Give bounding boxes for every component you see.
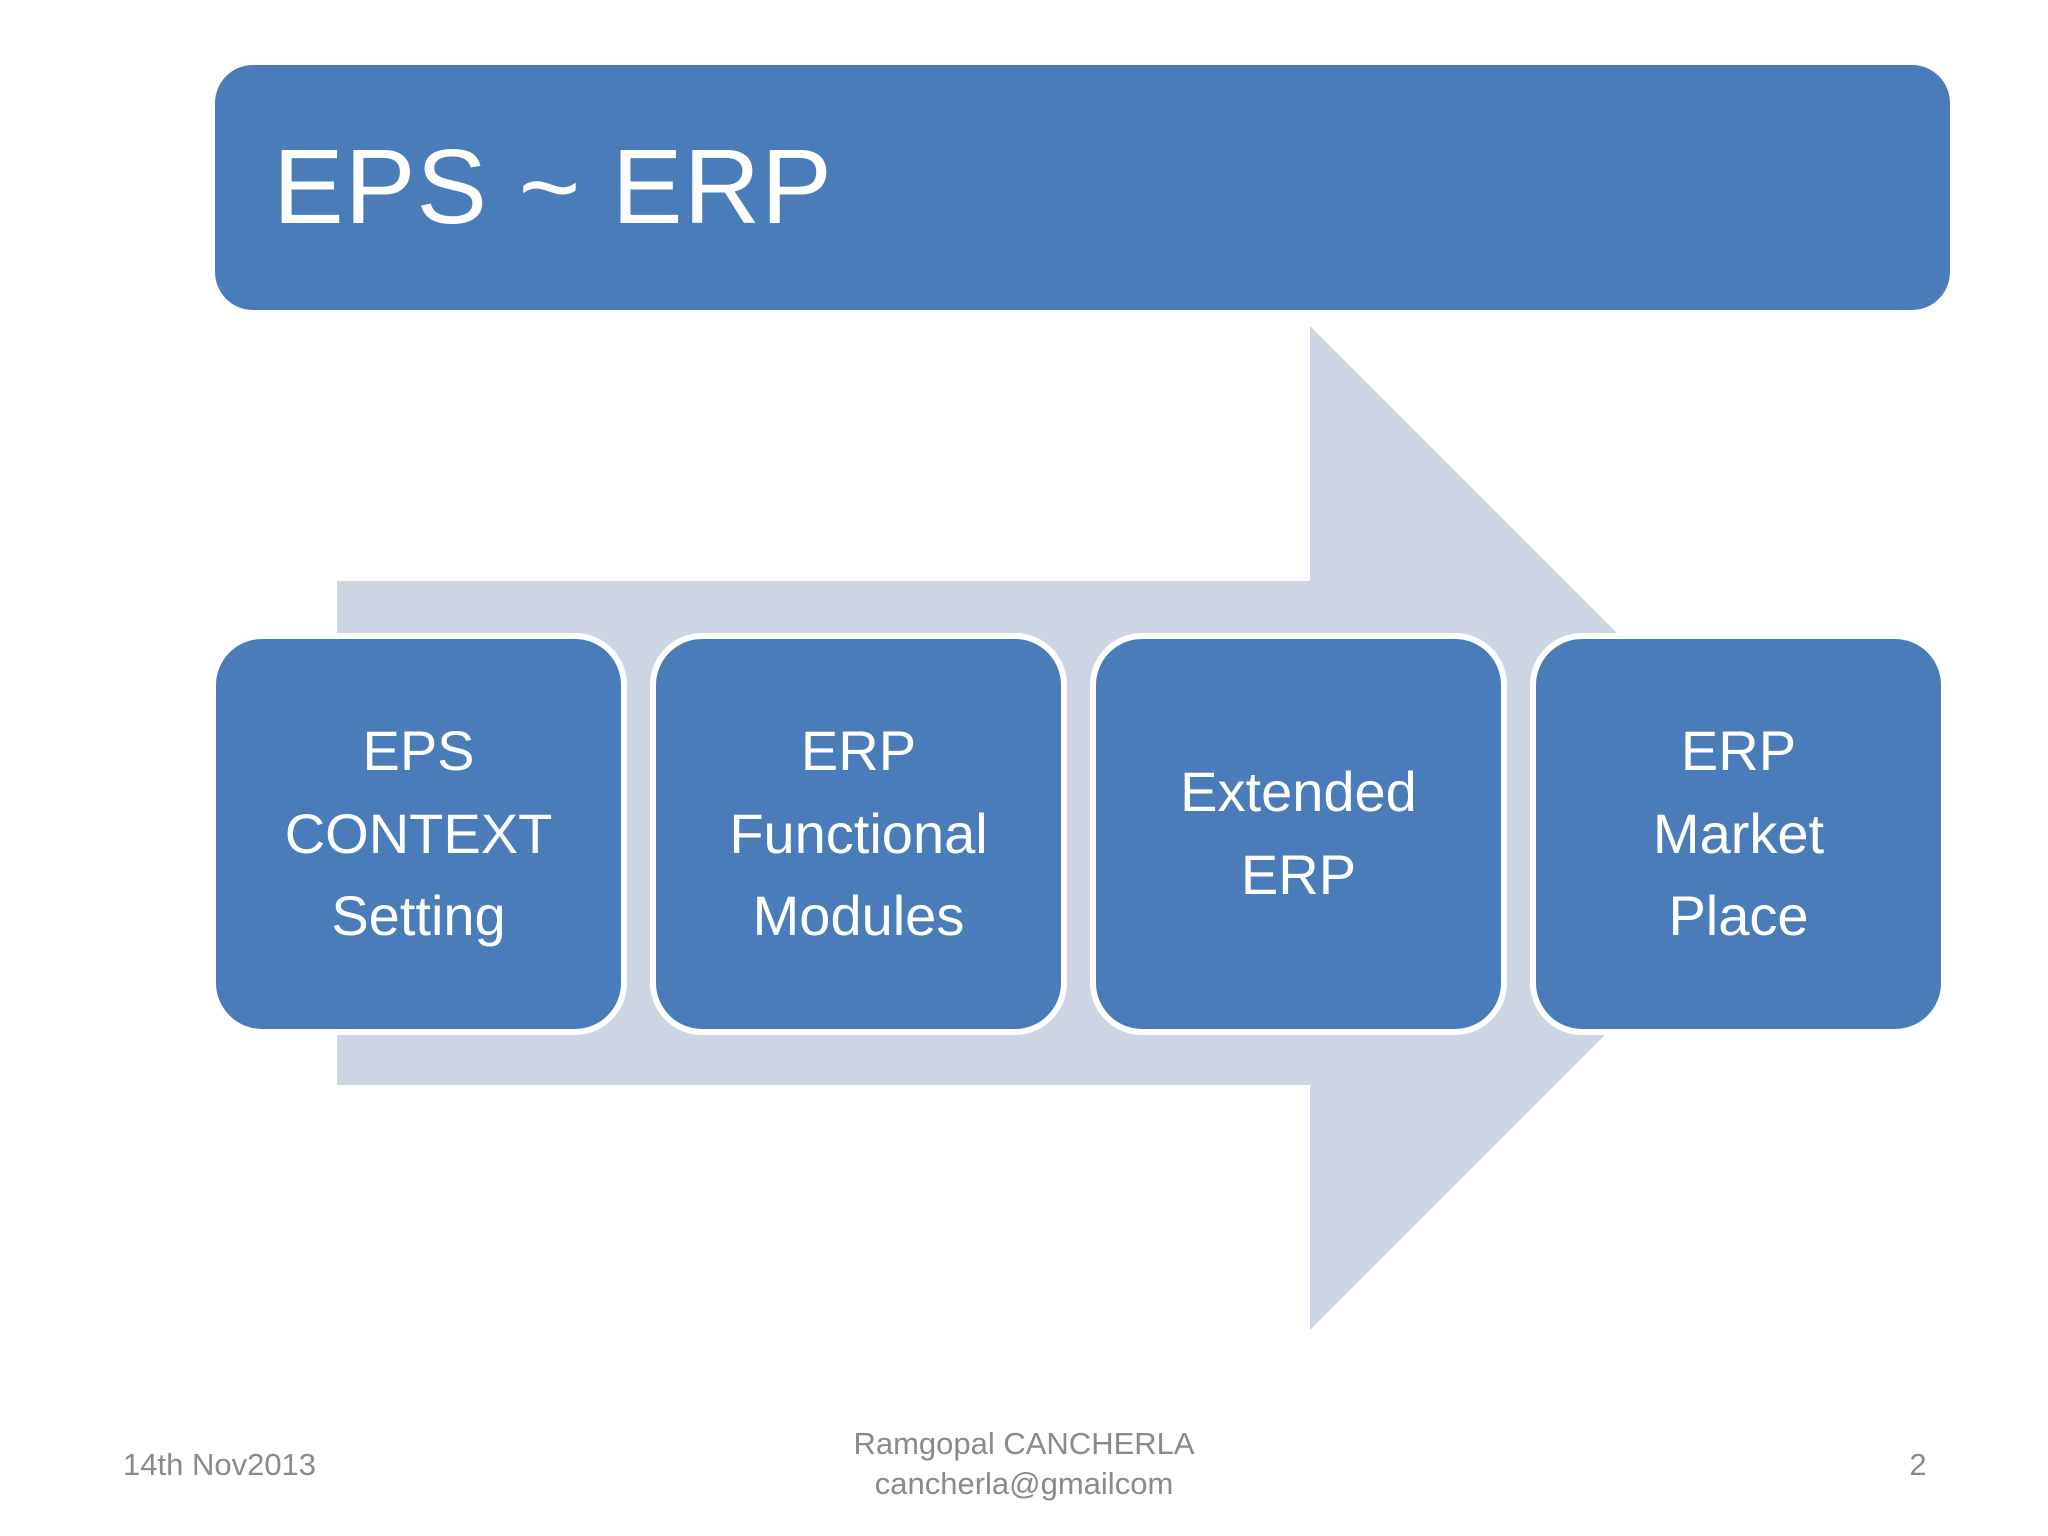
process-box-extended-erp: Extended ERP: [1090, 633, 1507, 1035]
footer-author-email: cancherla@gmailcom: [874, 1466, 1174, 1502]
footer-date: 14th Nov2013: [123, 1447, 317, 1482]
process-box-erp-market-place: ERP Market Place: [1530, 633, 1947, 1035]
right-arrow-polygon: [337, 326, 1812, 1330]
process-box-label: ERP Functional Modules: [729, 718, 988, 948]
slide-title: EPS ~ ERP: [273, 128, 833, 246]
process-box-label: Extended ERP: [1180, 760, 1417, 906]
title-banner: EPS ~ ERP: [215, 65, 1950, 310]
footer-author-name: Ramgopal CANCHERLA: [853, 1426, 1195, 1461]
process-box-label: ERP Market Place: [1652, 718, 1825, 948]
footer-author: Ramgopal CANCHERLA cancherla@gmailcom: [0, 1424, 2048, 1505]
process-box-eps-context-setting: EPS CONTEXT Setting: [210, 633, 627, 1035]
footer-page-number: 2: [1909, 1447, 1927, 1482]
process-box-label: EPS CONTEXT Setting: [284, 718, 553, 948]
process-box-erp-functional-modules: ERP Functional Modules: [650, 633, 1067, 1035]
